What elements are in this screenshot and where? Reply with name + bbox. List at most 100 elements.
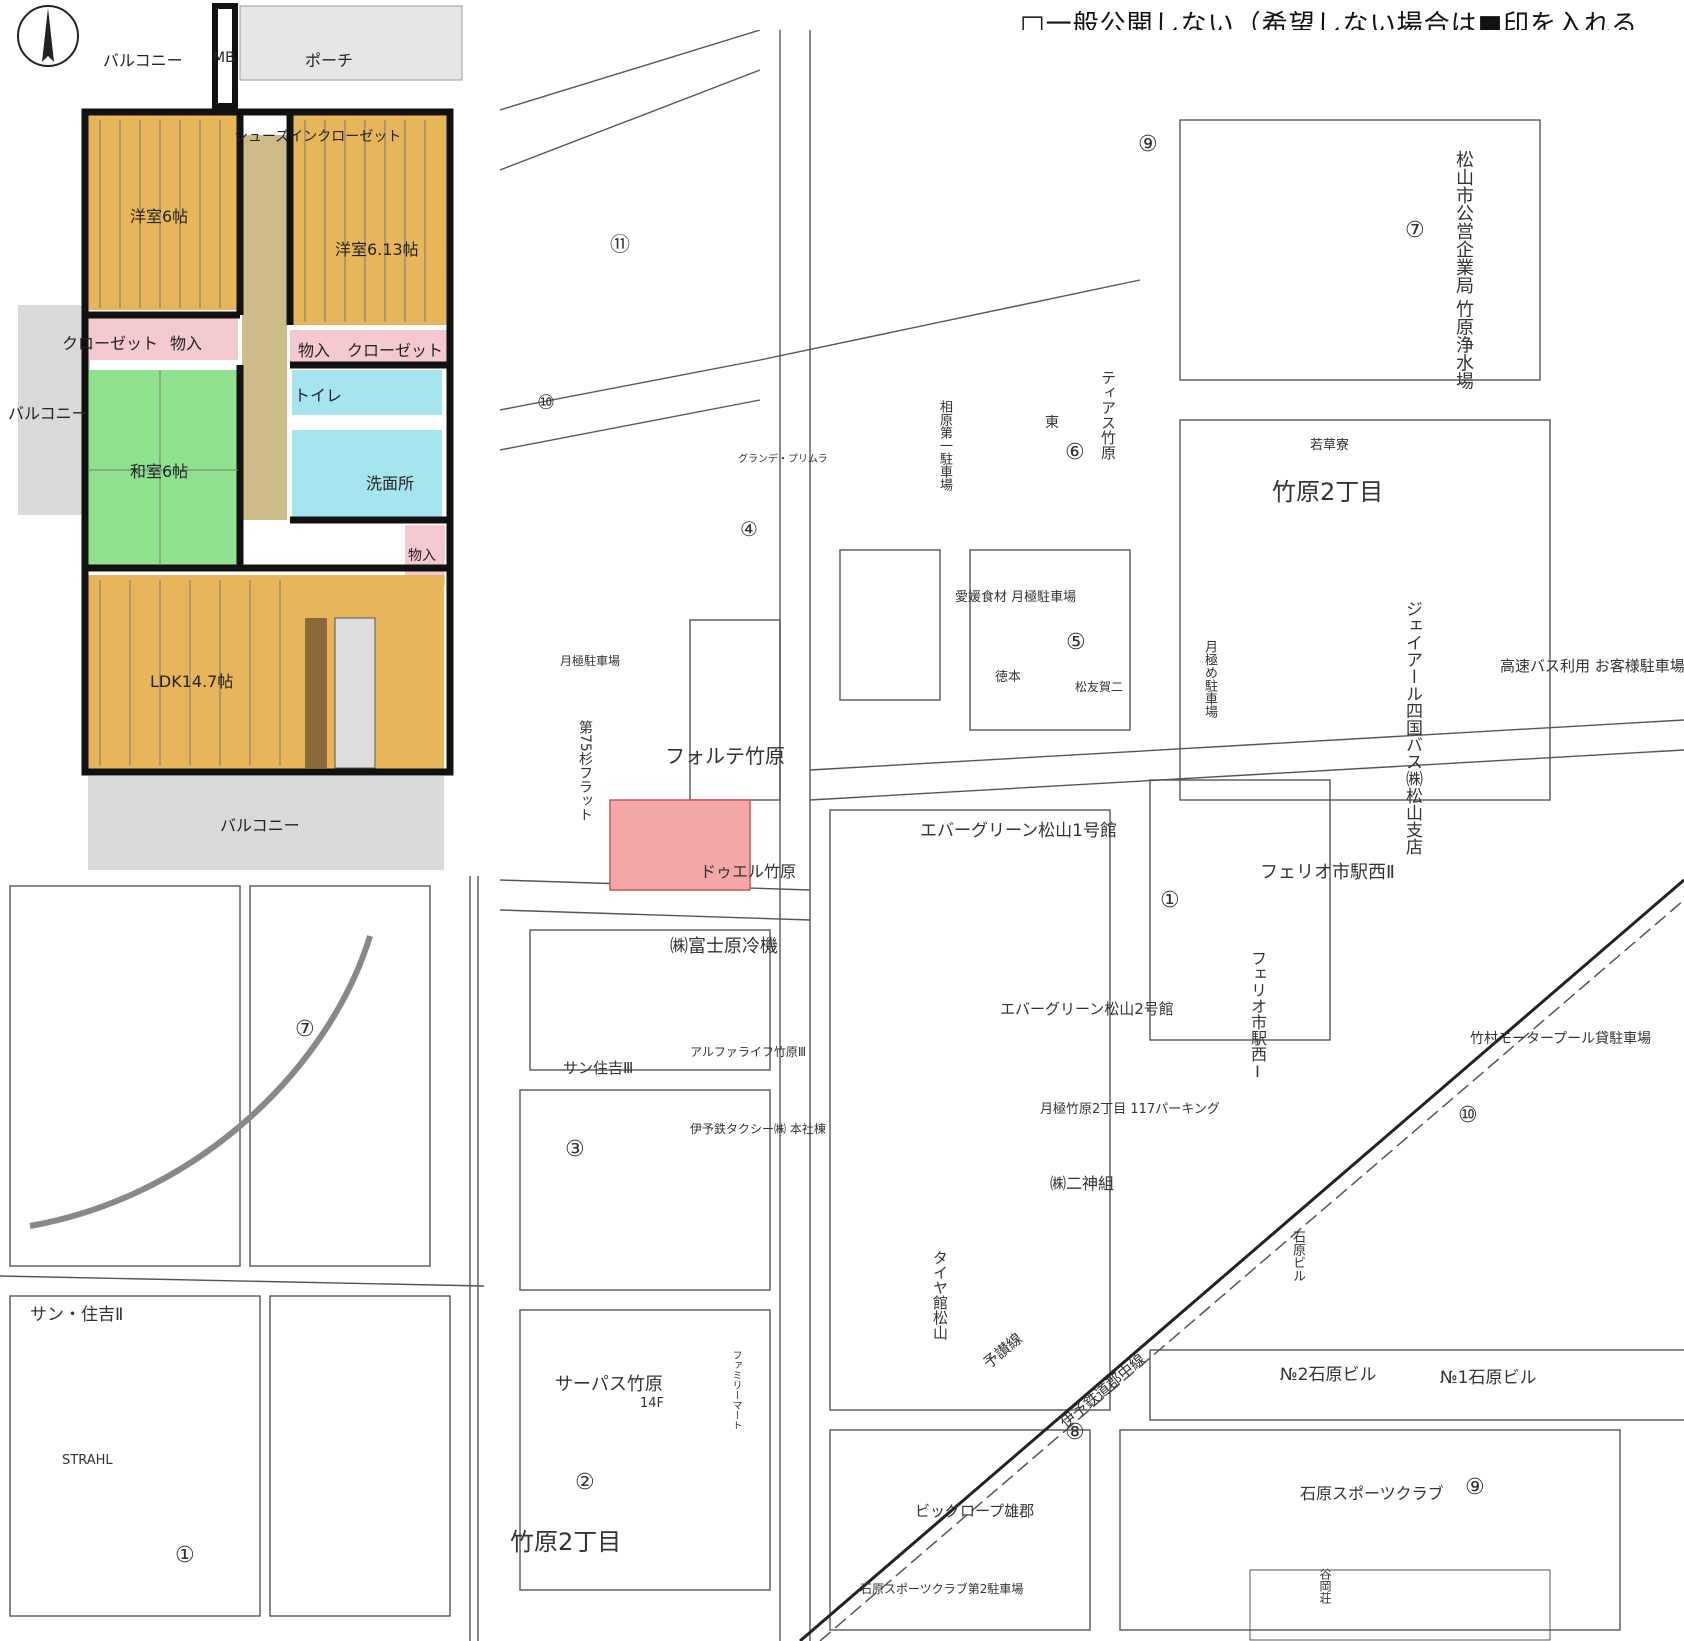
servus-label: サーパス竹原 [555,1374,663,1395]
circled-number: ④ [740,517,758,541]
ldk-area [88,575,444,770]
floor-texture [88,120,426,766]
curved-road [29,935,373,1229]
railway-line-2 [819,899,1684,1641]
western-room-1 [88,115,238,310]
hallway [242,135,287,520]
nishin-label: ㈱二神組 [1050,1174,1115,1193]
circled-number: ⑦ [1405,218,1425,243]
storage-3-label: 物入 [408,548,436,564]
water-label: 松山市公営企業局 竹原浄水場 [1453,150,1474,390]
circled-number: ⑦ [295,1017,315,1042]
railway-line [799,878,1684,1641]
circled-number: ⑪ [610,232,630,256]
japanese-room-label: 和室6帖 [130,462,189,481]
tiasu-label: ティアス竹原 [1099,370,1117,460]
balcony-left-label: バルコニー [8,404,88,423]
parking-t2-label: 月極竹原2丁目 117パーキング [1040,1102,1220,1117]
circled-number: ⑤ [1066,630,1086,655]
mb-shaft [212,3,238,109]
tsukigime-label: 月極め駐車場 [1202,640,1217,718]
storage-2-label: 物入 [298,341,331,360]
evergreen2-label: エバーグリーン松山2号館 [1000,1000,1174,1018]
ishihara-sports-label: 石原スポーツクラブ [1300,1484,1444,1503]
target-property-highlight [609,799,751,891]
circled-number: ⑥ [1065,440,1085,465]
closet-1-label: クローゼット [62,334,159,353]
washroom-label: 洗面所 [366,474,415,493]
floor-plan [17,3,463,870]
porch-label: ポーチ [305,51,354,70]
family-mart-label: ファミリーマート [730,1350,741,1430]
japanese-room [88,370,238,565]
forte-label: フォルテ竹原 [665,744,785,768]
kitchen-counter [305,618,327,768]
sun3-label: サン住吉Ⅲ [563,1059,634,1077]
ldk-label: LDK14.7帖 [150,672,234,691]
circled-number: ① [175,1543,195,1568]
closet-2-area [290,330,450,365]
western-room-2-label: 洋室6.13帖 [335,240,419,259]
ishihara1-label: №1石原ビル [1440,1368,1537,1388]
circled-number: ⑨ [1465,1475,1485,1500]
closet-2-label: クローゼット [347,341,444,360]
ehime-food-label: 愛媛食材 月極駐車場 [955,590,1077,605]
storage-1-label: 物入 [170,334,203,353]
ferio2-label: フェリオ市駅西Ⅱ [1260,862,1395,883]
balcony-bottom-label: バルコニー [220,816,300,835]
area-map-left [0,876,484,1641]
circled-number: ⑩ [537,390,555,414]
big-rope-label: ビッグロープ雄郡 [915,1502,1035,1520]
strahl-label: STRAHL [62,1453,113,1468]
takemura-label: 竹村モータープール貸駐車場 [1470,1031,1652,1047]
taniguchi-label: 谷岡荘 [1318,1568,1332,1604]
takehara2-label: 竹原2丁目 [1272,478,1384,506]
dwell-label: ドゥエル竹原 [700,862,797,881]
jr-bus-label: ジェイアール四国バス㈱松山支店 [1402,600,1422,855]
map-blocks [500,30,1684,1641]
ishihara2-label: №2石原ビル [1280,1365,1377,1385]
balcony-bottom-area [88,776,444,870]
balcony-top-label: バルコニー [103,51,183,70]
closet-1-area [88,318,238,360]
matsutomo-label: 松友賀二 [1075,680,1124,694]
circled-number: ⑧ [1065,1420,1085,1445]
kitchen-unit [334,617,376,769]
circled-number: ③ [565,1137,585,1162]
alpha-label: アルファライフ竹原Ⅲ [690,1045,807,1059]
fusion-flat-label: 第75杉フラット [577,720,593,822]
area-map-main [500,30,1684,1641]
map-blocks-left [0,876,484,1641]
ishihara-sports2-label: 石原スポーツクラブ第2駐車場 [860,1582,1024,1596]
tokumoto-label: 徳本 [995,670,1022,685]
circled-number: ① [1160,888,1180,913]
toilet-label: トイレ [294,386,343,405]
ferio1-label: フェリオ市駅西Ⅰ [1248,950,1267,1081]
washroom-area [292,430,442,518]
sun2-label: サン・住吉Ⅱ [30,1305,124,1325]
iyo-taxi-label: 伊予鉄タクシー㈱ 本社棟 [690,1122,826,1136]
taiya-label: タイヤ館松山 [931,1250,949,1340]
balcony-left-area [18,305,90,515]
mb-label: MB [213,50,235,66]
parking-label: 月極駐車場 [560,654,621,668]
fuji-label: ㈱富士原冷機 [670,936,778,957]
ishihara-bldg-label: 石原ビル [1290,1230,1305,1282]
sekiya-label: 相原第一駐車場 [937,400,952,491]
circled-number: ② [575,1470,595,1495]
grande-label: グランデ・プリムラ [738,454,828,465]
walls [81,108,454,776]
circled-number: ⑨ [1138,132,1158,157]
evergreen1-label: エバーグリーン松山1号館 [920,821,1117,841]
circled-number: ⑩ [1458,1103,1478,1128]
toilet-bath [292,370,442,415]
highway-bus-label: 高速バス利用 お客様駐車場 [1500,657,1684,675]
servus-floors-label: 14F [640,1396,665,1411]
wakakusa-label: 若草寮 [1310,438,1350,453]
porch-area [239,5,463,81]
shoes-closet-label: シューズインクローゼット [234,129,402,145]
north-compass-icon [17,5,79,67]
takehara2b-label: 竹原2丁目 [510,1528,622,1556]
western-room-1-label: 洋室6帖 [130,207,189,226]
east-label: 東 [1045,415,1059,431]
